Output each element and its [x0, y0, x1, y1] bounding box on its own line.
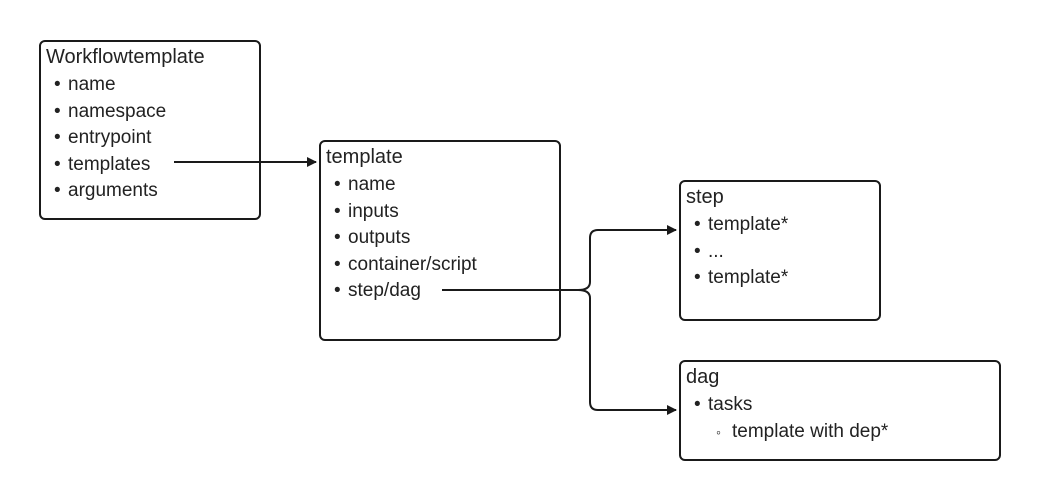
bullet-icon: • — [334, 253, 341, 275]
hollow-bullet-icon: ◦ — [716, 423, 721, 440]
template-item-name: •name — [326, 172, 559, 199]
workflowtemplate-item-name: •name — [46, 72, 259, 99]
template-items: •name •inputs •outputs •container/script… — [326, 172, 559, 305]
workflowtemplate-item-arguments: •arguments — [46, 178, 259, 205]
template-title: template — [326, 146, 403, 168]
bullet-icon: • — [54, 100, 61, 122]
bullet-icon: • — [334, 280, 341, 302]
bullet-icon: • — [334, 200, 341, 222]
bullet-icon: • — [54, 180, 61, 202]
bullet-icon: • — [54, 74, 61, 95]
template-item-container-script: •container/script — [326, 252, 559, 279]
bullet-icon: • — [694, 240, 701, 262]
step-title: step — [686, 186, 724, 208]
workflowtemplate-item-templates: •templates — [46, 152, 259, 179]
template-item-step-dag: •step/dag — [326, 278, 559, 305]
step-box: step •template* •... •template* — [679, 180, 881, 321]
stepdag-brace — [577, 225, 677, 291]
workflowtemplate-box: Workflowtemplate •name •namespace •entry… — [39, 40, 261, 220]
dag-items: •tasks ◦template with dep* — [686, 392, 999, 445]
template-box: template •name •inputs •outputs •contain… — [319, 140, 561, 341]
workflowtemplate-title: Workflowtemplate — [46, 46, 205, 68]
bullet-icon: • — [54, 127, 61, 149]
dag-title: dag — [686, 366, 720, 388]
dag-box: dag •tasks ◦template with dep* — [679, 360, 1001, 461]
step-items: •template* •... •template* — [686, 212, 879, 292]
bullet-icon: • — [334, 174, 341, 195]
stepdag-to-dag-arrow — [577, 289, 677, 415]
step-item-template-2: •template* — [686, 265, 879, 292]
bullet-icon: • — [54, 153, 61, 175]
bullet-icon: • — [694, 214, 701, 235]
bullet-icon: • — [334, 227, 341, 249]
workflowtemplate-items: •name •namespace •entrypoint •templates … — [46, 72, 259, 205]
bullet-icon: • — [694, 394, 701, 415]
step-item-template-1: •template* — [686, 212, 879, 239]
workflowtemplate-item-namespace: •namespace — [46, 99, 259, 126]
dag-subitem-template-with-dep: ◦template with dep* — [686, 419, 999, 446]
bullet-icon: • — [694, 267, 701, 289]
dag-item-tasks: •tasks — [686, 392, 999, 419]
template-item-inputs: •inputs — [326, 199, 559, 226]
workflowtemplate-item-entrypoint: •entrypoint — [46, 125, 259, 152]
step-item-ellipsis: •... — [686, 239, 879, 266]
template-item-outputs: •outputs — [326, 225, 559, 252]
